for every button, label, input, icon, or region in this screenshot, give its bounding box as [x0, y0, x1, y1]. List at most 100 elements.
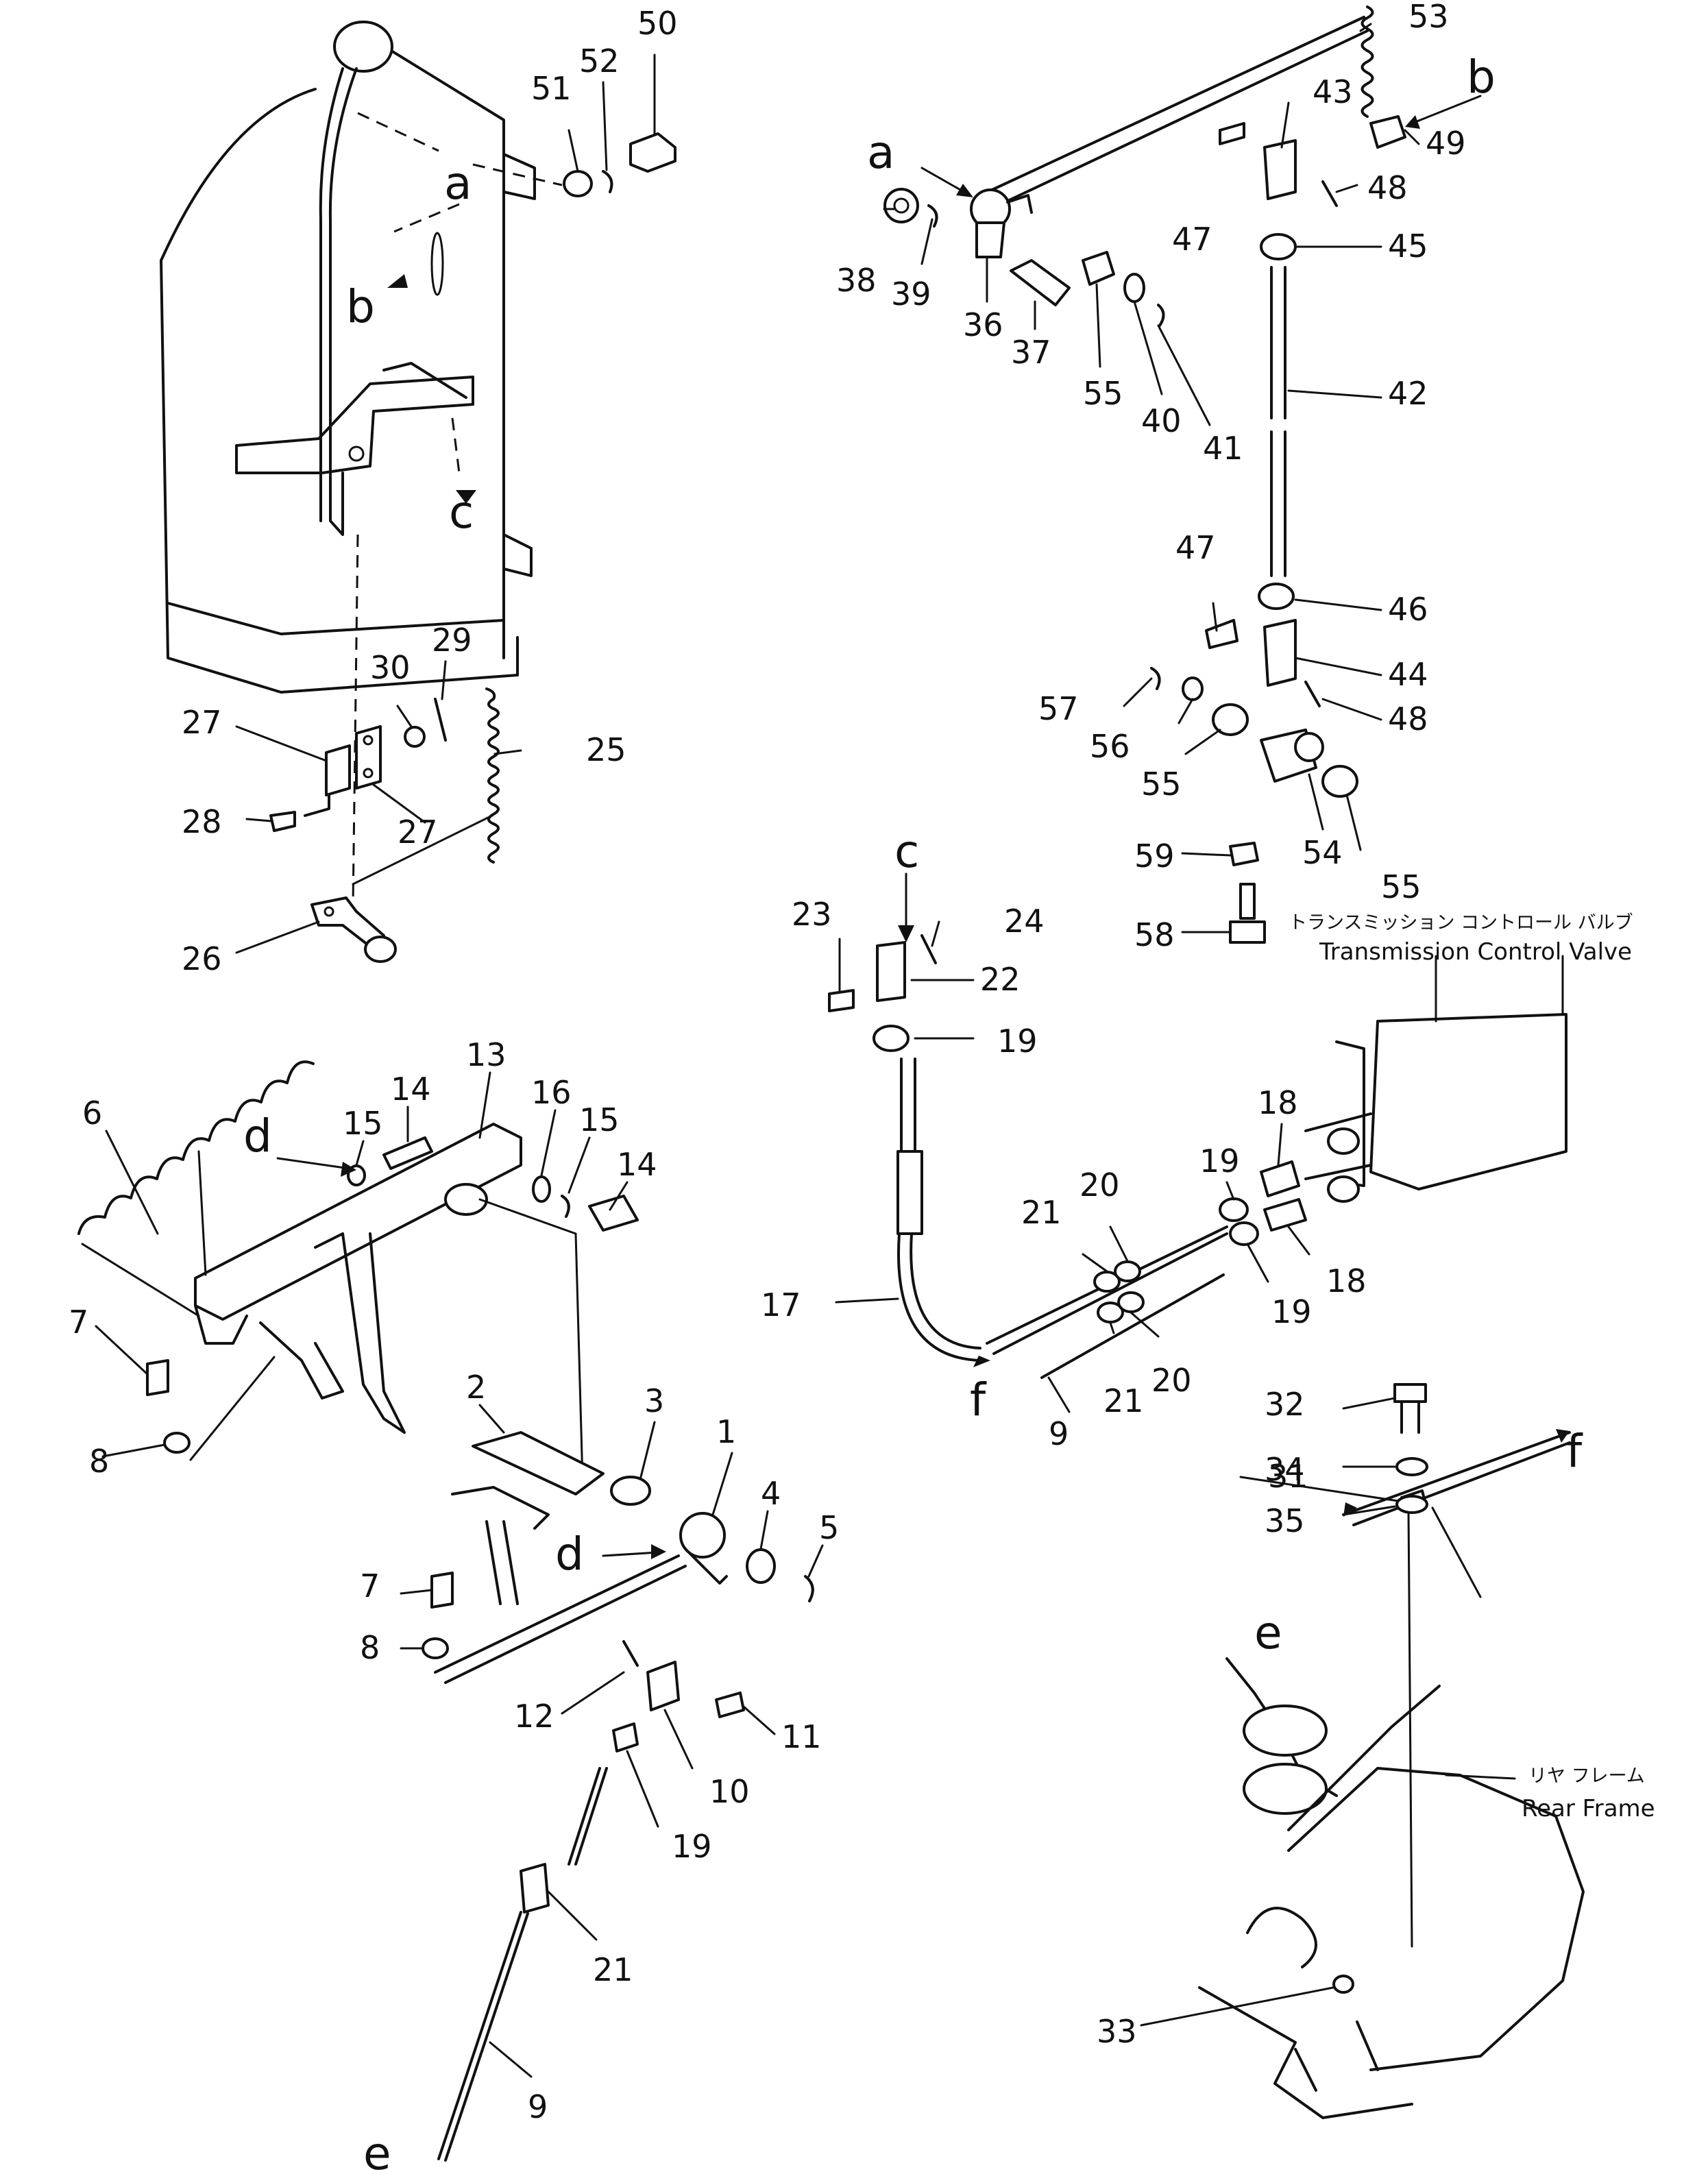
part-label-36: 36	[963, 306, 1003, 343]
part-label-21: 21	[1021, 1194, 1062, 1231]
part-label-31: 31	[1268, 1458, 1308, 1495]
ref-letter-f-right: f	[1566, 1425, 1583, 1478]
part-label-5: 5	[819, 1509, 839, 1546]
part-label-14b: 14	[617, 1146, 657, 1183]
part-label-18: 18	[1258, 1084, 1298, 1121]
part-label-33: 33	[1097, 2013, 1137, 2050]
part-label-26: 26	[182, 940, 222, 977]
part-label-19: 19	[997, 1023, 1038, 1060]
part-label-41: 41	[1203, 430, 1243, 467]
part-label-8b: 8	[360, 1629, 380, 1666]
reference-letter-labels: a a b b c c d d e e f f	[243, 51, 1583, 2174]
part-label-44: 44	[1388, 656, 1428, 693]
linkage-parts-25-30	[269, 687, 500, 963]
part-label-17: 17	[761, 1286, 801, 1323]
part-label-50: 50	[637, 5, 678, 42]
part-label-57: 57	[1038, 690, 1079, 727]
part-label-21b: 21	[593, 1951, 633, 1988]
cable-17-assembly	[828, 934, 1307, 1379]
part-label-40: 40	[1141, 402, 1182, 439]
part-label-18b: 18	[1326, 1262, 1367, 1299]
rear-frame-label: Rear Frame	[1522, 1795, 1655, 1822]
part-label-13: 13	[466, 1036, 507, 1073]
ref-letter-d-lower: d	[555, 1528, 584, 1580]
part-label-28: 28	[182, 803, 222, 840]
ref-letter-a-right: a	[867, 126, 894, 179]
part-label-34: 34	[1265, 1451, 1305, 1488]
part-label-55b: 55	[1141, 766, 1182, 803]
ref-letter-b-left: b	[346, 280, 375, 333]
ref-letter-d-upper: d	[243, 1110, 272, 1162]
part-label-6: 6	[82, 1095, 102, 1132]
part-label-46: 46	[1388, 591, 1428, 628]
part-label-53: 53	[1408, 0, 1449, 35]
part-label-7b: 7	[360, 1567, 380, 1604]
part-label-24: 24	[1004, 903, 1045, 940]
part-label-27: 27	[182, 704, 222, 741]
part-label-29: 29	[432, 622, 472, 659]
part-label-45: 45	[1388, 228, 1428, 265]
part-label-56: 56	[1090, 728, 1130, 765]
part-label-37: 37	[1011, 334, 1051, 371]
part-label-19d: 19	[1271, 1293, 1312, 1330]
part-label-8: 8	[89, 1443, 109, 1480]
leader-lines	[95, 23, 1516, 2078]
part-label-48b: 48	[1388, 700, 1428, 737]
part-label-7: 7	[69, 1304, 88, 1341]
part-label-15b: 15	[579, 1101, 620, 1138]
part-label-1: 1	[716, 1413, 736, 1450]
part-label-11: 11	[781, 1718, 822, 1755]
part-label-10: 10	[709, 1773, 750, 1810]
ref-letter-b-right: b	[1467, 51, 1496, 103]
reference-arrows	[276, 95, 1570, 1559]
part-label-49: 49	[1426, 125, 1466, 162]
part-label-12: 12	[514, 1698, 554, 1735]
part-label-47: 47	[1172, 221, 1212, 258]
part-label-27b: 27	[398, 814, 438, 851]
ref-letter-c-left: c	[449, 486, 474, 539]
lever-mount-hardware	[563, 132, 676, 197]
part-label-16: 16	[531, 1074, 572, 1111]
part-label-52: 52	[579, 42, 620, 80]
part-label-43: 43	[1313, 73, 1353, 110]
transmission-control-valve-housing	[1304, 955, 1567, 1203]
part-label-51: 51	[531, 70, 572, 107]
part-label-23: 23	[792, 896, 832, 933]
part-label-30: 30	[370, 649, 411, 686]
part-label-4: 4	[761, 1475, 781, 1512]
part-label-39: 39	[891, 276, 931, 313]
part-label-20: 20	[1079, 1167, 1120, 1204]
ref-letter-e-bottom: e	[363, 2127, 391, 2174]
pedal-assembly	[77, 1060, 814, 2162]
ref-letter-f-middle: f	[970, 1373, 987, 1426]
part-label-22: 22	[980, 961, 1021, 998]
component-annotations: トランスミッション コントロール バルブ Transmission Contro…	[1289, 912, 1655, 1822]
part-label-58: 58	[1134, 916, 1175, 953]
part-label-9b: 9	[528, 2088, 548, 2125]
part-label-55c: 55	[1381, 868, 1422, 905]
ref-letter-a-left: a	[444, 157, 472, 210]
part-label-21c: 21	[1103, 1382, 1144, 1419]
part-label-19c: 19	[672, 1828, 712, 1865]
part-label-3: 3	[644, 1382, 664, 1419]
part-label-2: 2	[466, 1369, 486, 1406]
ref-letter-c-middle: c	[894, 825, 919, 878]
part-label-9: 9	[1049, 1415, 1069, 1452]
part-label-55: 55	[1083, 375, 1123, 412]
part-label-47b: 47	[1175, 529, 1216, 566]
lever-console-assembly	[160, 21, 563, 905]
transmission-control-valve-jp-label: トランスミッション コントロール バルブ	[1289, 912, 1633, 933]
part-label-32: 32	[1265, 1386, 1305, 1423]
part-label-42: 42	[1388, 375, 1428, 412]
part-label-19b: 19	[1199, 1143, 1240, 1180]
part-label-38: 38	[836, 262, 877, 299]
ref-letter-e-right: e	[1254, 1607, 1282, 1659]
part-label-48: 48	[1367, 169, 1408, 206]
part-label-20b: 20	[1151, 1362, 1192, 1399]
transmission-control-valve-label: Transmission Control Valve	[1319, 938, 1632, 966]
rear-frame-jp-label: リヤ フレーム	[1528, 1766, 1645, 1787]
part-label-14: 14	[391, 1071, 431, 1108]
part-label-25: 25	[586, 731, 626, 768]
